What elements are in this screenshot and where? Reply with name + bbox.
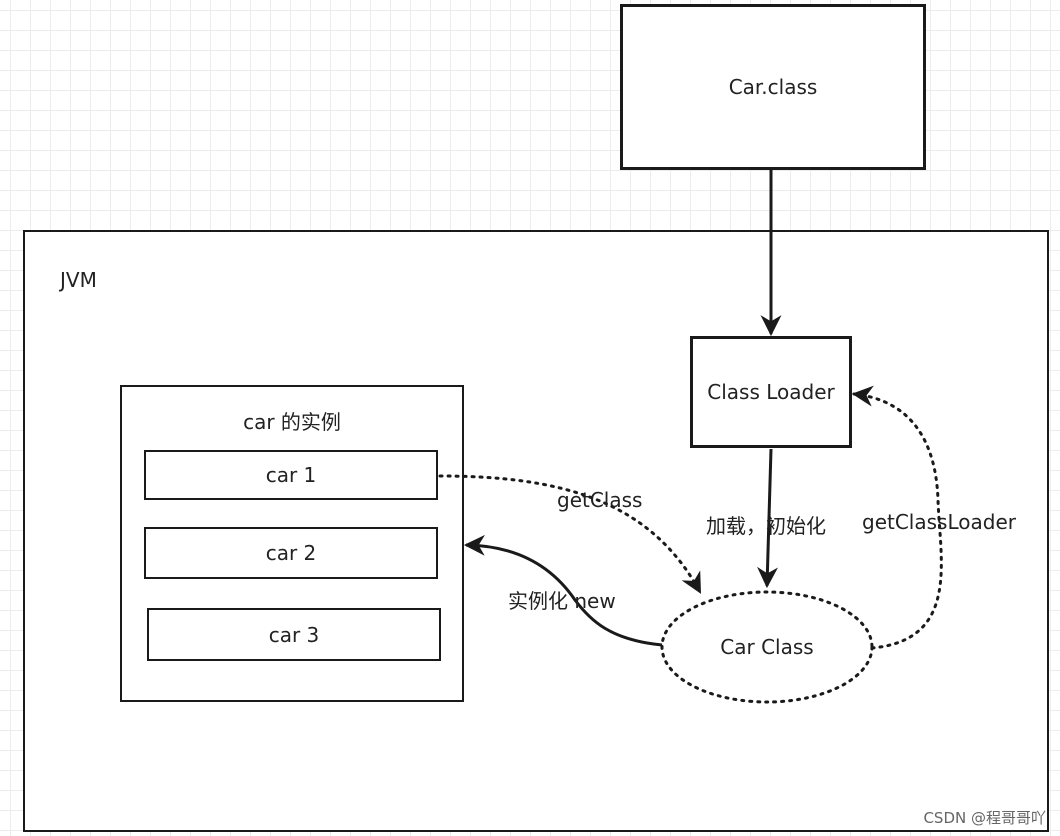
car-instance-3: car 3: [147, 608, 441, 661]
car-instance-2: car 2: [144, 527, 438, 579]
jvm-label: JVM: [60, 268, 97, 292]
car-instance-1-label: car 1: [265, 463, 317, 487]
car-class-file-node: Car.class: [620, 4, 926, 170]
car-class-file-label: Car.class: [728, 75, 818, 99]
edge-label-load-init: 加载，初始化: [706, 514, 826, 538]
class-loader-label: Class Loader: [707, 380, 835, 404]
edge-label-instantiate: 实例化 new: [508, 589, 616, 613]
class-loader-node: Class Loader: [690, 336, 852, 448]
car-class-label: Car Class: [720, 635, 814, 659]
car-instance-1: car 1: [144, 450, 438, 500]
car-instance-2-label: car 2: [265, 541, 317, 565]
watermark: CSDN @程哥哥吖: [923, 809, 1046, 827]
edge-label-getclassloader: getClassLoader: [862, 510, 1016, 534]
car-instance-3-label: car 3: [268, 622, 320, 647]
car-instances-title: car 的实例: [243, 410, 341, 434]
edge-label-getclass: getClass: [557, 488, 643, 512]
